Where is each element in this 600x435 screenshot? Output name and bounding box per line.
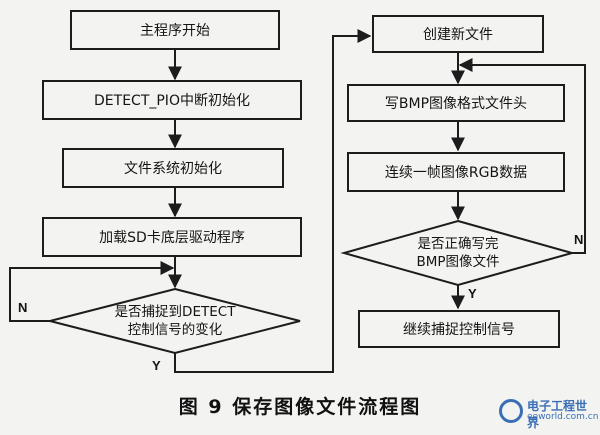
left-decision-line2: 控制信号的变化 <box>127 322 223 338</box>
watermark: 电子工程世界 eeworld.com.cn <box>497 395 598 430</box>
continue-capture-label: 继续捕捉控制信号 <box>403 322 515 338</box>
rgb-data-label: 连续一帧图像RGB数据 <box>384 165 528 181</box>
watermark-url: eeworld.com.cn <box>527 412 599 422</box>
left-yes-path <box>174 29 372 373</box>
left-yes-label: Y <box>152 358 161 373</box>
figure-caption: 图 9 保存图像文件流程图 <box>178 396 422 418</box>
rgb-data-box: 连续一帧图像RGB数据 <box>347 152 565 192</box>
load-sd-driver-label: 加载SD卡底层驱动程序 <box>99 230 245 246</box>
detect-pio-init-box: DETECT_PIO中断初始化 <box>42 80 302 120</box>
left-decision-text: 是否捕捉到DETECT 控制信号的变化 <box>75 303 275 339</box>
eeworld-logo-icon <box>499 399 523 423</box>
write-bmp-header-label: 写BMP图像格式文件头 <box>384 96 528 112</box>
continue-capture-box: 继续捕捉控制信号 <box>358 310 560 348</box>
start-label: 主程序开始 <box>140 23 210 39</box>
create-file-label: 创建新文件 <box>423 27 493 43</box>
right-yes-label: Y <box>468 286 477 301</box>
filesystem-init-box: 文件系统初始化 <box>62 148 284 188</box>
load-sd-driver-box: 加载SD卡底层驱动程序 <box>42 217 302 257</box>
right-decision-text: 是否正确写完 BMP图像文件 <box>378 235 538 271</box>
right-no-label: N <box>574 232 584 247</box>
detect-pio-init-label: DETECT_PIO中断初始化 <box>94 93 250 109</box>
left-no-loop <box>9 261 175 322</box>
left-decision-line1: 是否捕捉到DETECT <box>114 304 236 320</box>
right-decision-line1: 是否正确写完 <box>417 236 499 252</box>
write-bmp-header-box: 写BMP图像格式文件头 <box>347 84 565 122</box>
create-file-box: 创建新文件 <box>372 15 544 53</box>
right-decision-line2: BMP图像文件 <box>416 254 500 270</box>
right-no-loop <box>458 58 586 254</box>
start-box: 主程序开始 <box>70 10 280 50</box>
filesystem-init-label: 文件系统初始化 <box>124 161 222 177</box>
watermark-name: 电子工程世界 <box>527 399 588 430</box>
left-no-label: N <box>18 300 28 315</box>
